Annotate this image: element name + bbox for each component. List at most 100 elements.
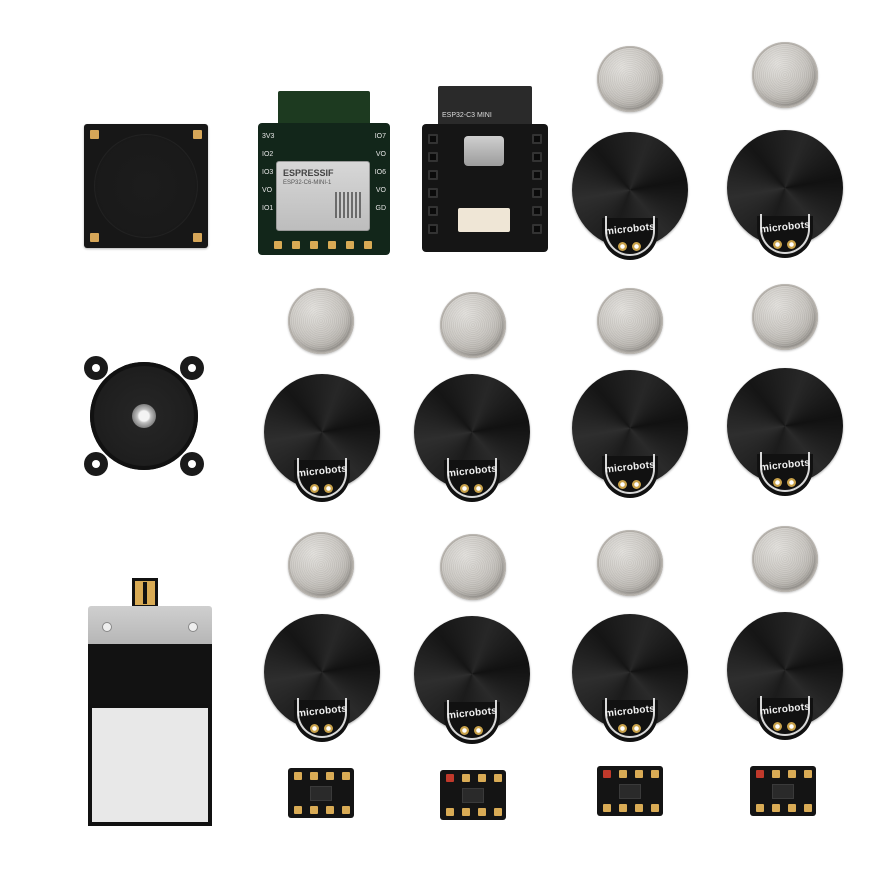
- mount-hole: [102, 622, 112, 632]
- usb-c-port: [464, 136, 504, 166]
- header-hole: [428, 188, 438, 198]
- gold-pad: [292, 241, 300, 249]
- mini-driver-board: [440, 770, 506, 820]
- gold-pad: [494, 808, 502, 816]
- pad-pin: [618, 242, 627, 251]
- gold-pad: [294, 772, 302, 780]
- header-hole: [532, 224, 542, 234]
- esp-pcb: ESPRESSIF ESP32-C6-MINI-1 3V3 IO2 IO3 VO…: [258, 123, 390, 255]
- gold-pad: [310, 806, 318, 814]
- gold-pad: [478, 808, 486, 816]
- coin-magnet: [597, 46, 663, 112]
- square-haptic-pad: [84, 124, 208, 248]
- pin-label-left: IO1: [262, 205, 274, 212]
- pad-pin: [632, 242, 641, 251]
- gold-pad: [328, 241, 336, 249]
- coin-magnet: [440, 534, 506, 600]
- driver-chip: [619, 784, 641, 799]
- pad-pin: [632, 480, 641, 489]
- coin-magnet: [288, 288, 354, 354]
- mount-ear: [180, 452, 204, 476]
- coin-magnet: [752, 284, 818, 350]
- gold-pad: [326, 806, 334, 814]
- red-pad: [756, 770, 764, 778]
- gold-pad: [274, 241, 282, 249]
- pad-pin: [618, 480, 627, 489]
- pad-pin: [618, 724, 627, 733]
- antenna-area: [278, 91, 370, 129]
- plate-lower: [88, 704, 212, 826]
- gold-pad: [635, 804, 643, 812]
- gold-pad: [804, 770, 812, 778]
- coin-magnet: [597, 288, 663, 354]
- compliance-label: ESP32-C3 MINI: [438, 86, 532, 126]
- connector-tab-divider: [143, 582, 147, 604]
- label-text: ESP32-C3 MINI: [442, 112, 492, 119]
- gold-pad: [651, 804, 659, 812]
- header-hole: [428, 152, 438, 162]
- pad-arc: [297, 698, 347, 738]
- pad-pin: [474, 726, 483, 735]
- pad-arc: [760, 696, 810, 736]
- square-pad-ring: [94, 134, 198, 238]
- header-hole: [532, 206, 542, 216]
- mount-hole: [188, 622, 198, 632]
- gold-pad: [788, 770, 796, 778]
- mini-driver-board: [597, 766, 663, 816]
- pad-arc: [447, 700, 497, 740]
- header-hole: [532, 188, 542, 198]
- gold-pad: [478, 774, 486, 782]
- pad-pin: [787, 240, 796, 249]
- pad-pin: [787, 722, 796, 731]
- pad-pin: [310, 484, 319, 493]
- gold-pad: [446, 808, 454, 816]
- gold-pad: [804, 804, 812, 812]
- haptic-pad: microbots: [414, 616, 532, 746]
- pin-label-right: GD: [375, 205, 387, 212]
- pad-arc: [760, 452, 810, 492]
- qr-code: [335, 192, 361, 218]
- gold-pad: [651, 770, 659, 778]
- pad-pin: [474, 484, 483, 493]
- mount-ear: [180, 356, 204, 380]
- coin-magnet: [440, 292, 506, 358]
- gold-pad: [364, 241, 372, 249]
- corner-pad: [90, 130, 99, 139]
- gold-pad: [462, 774, 470, 782]
- gold-pad: [756, 804, 764, 812]
- header-hole: [428, 206, 438, 216]
- plate-middle: [88, 644, 212, 704]
- pad-arc: [760, 214, 810, 254]
- gold-pad: [619, 770, 627, 778]
- gold-pad: [788, 804, 796, 812]
- gold-pad: [310, 772, 318, 780]
- jst-connector: [458, 208, 510, 232]
- pin-label-right: IO7: [374, 133, 386, 140]
- pin-label-left: VO: [262, 187, 273, 194]
- pad-pin: [324, 484, 333, 493]
- gold-pad: [635, 770, 643, 778]
- gold-pad: [342, 806, 350, 814]
- pad-pin: [460, 726, 469, 735]
- pad-pin: [460, 484, 469, 493]
- mini-driver-board: [750, 766, 816, 816]
- header-hole: [428, 134, 438, 144]
- header-hole: [532, 170, 542, 180]
- pad-pin: [773, 240, 782, 249]
- rf-shield-can: ESPRESSIF ESP32-C6-MINI-1: [276, 161, 370, 231]
- pad-pin: [310, 724, 319, 733]
- gold-pad: [294, 806, 302, 814]
- pad-pin: [787, 478, 796, 487]
- speaker-center: [132, 404, 156, 428]
- driver-chip: [772, 784, 794, 799]
- gold-pad: [619, 804, 627, 812]
- model-label: ESP32-C6-MINI-1: [283, 180, 332, 186]
- haptic-pad: microbots: [414, 374, 532, 504]
- driver-chip: [310, 786, 332, 801]
- pad-arc: [297, 458, 347, 498]
- mount-ear: [84, 452, 108, 476]
- header-hole: [532, 152, 542, 162]
- pad-arc: [447, 458, 497, 498]
- pin-label-left: IO2: [262, 151, 274, 158]
- speaker-actuator: [76, 348, 212, 484]
